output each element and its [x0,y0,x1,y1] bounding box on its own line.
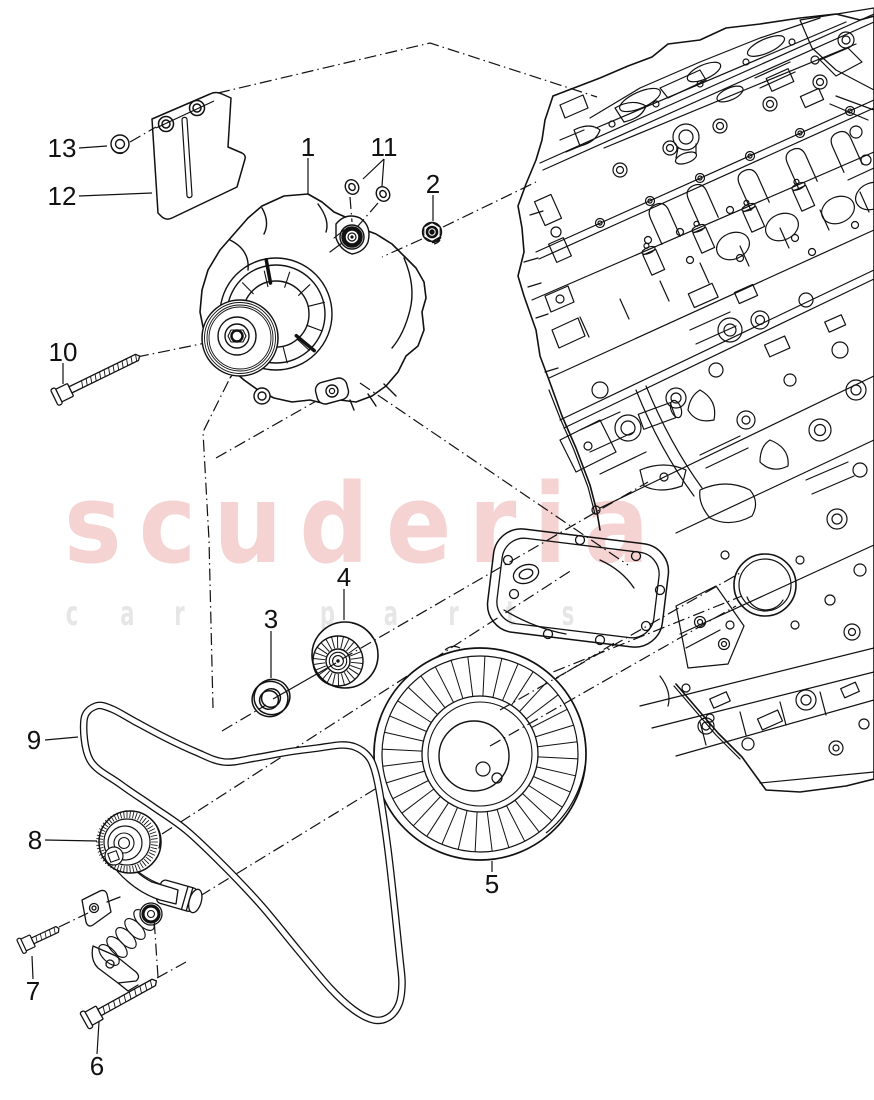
callout-10: 10 [49,337,78,367]
callout-7: 7 [26,976,40,1006]
bolt-6-part [79,978,158,1030]
callout-8: 8 [28,825,42,855]
bolt-10-part [50,353,141,406]
bolt-7-part [16,925,60,954]
tensioner-pulley-ribs [96,811,158,873]
nut-part [421,221,443,245]
engine-block [517,7,874,793]
watermark-brand: scuderia [64,461,666,588]
callout-2: 2 [426,169,440,199]
crank-pulley-ribs [382,656,578,852]
idler-pulley-ribs [313,635,363,687]
callout-6: 6 [90,1051,104,1081]
callout-13: 13 [48,133,77,163]
leader-lines [31,42,741,1055]
watermark: scuderia car parts [64,461,666,634]
callout-3: 3 [264,604,278,634]
callout-5: 5 [485,869,499,899]
callout-11: 11 [371,132,398,162]
idler-pulley-part [311,621,379,689]
callout-4: 4 [337,562,351,592]
alternator-part [199,193,427,411]
engine-front-cover [486,528,670,648]
callout-1: 1 [301,132,315,162]
grommet-part [110,134,130,155]
watermark-sub: car parts [66,594,575,634]
callout-9: 9 [27,725,41,755]
callout-12: 12 [48,181,77,211]
callout-labels: 1 2 3 4 5 6 7 8 9 10 11 12 13 [26,132,499,1081]
crank-pulley-part [373,645,587,861]
washer-3-part [251,678,291,718]
bracket-part [151,91,246,220]
tensioner-part [81,810,203,992]
washers-part [344,179,391,202]
